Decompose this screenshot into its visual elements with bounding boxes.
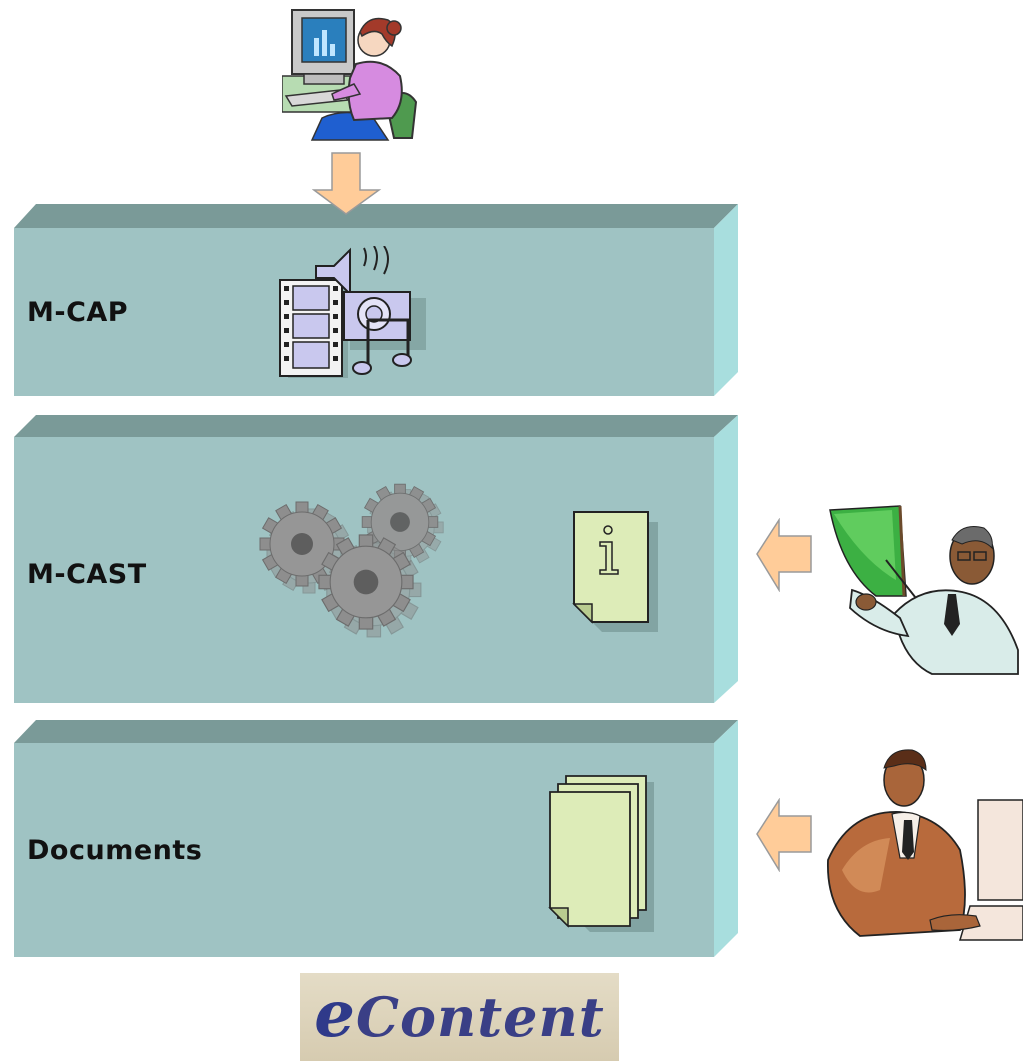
user-at-computer-icon — [282, 9, 418, 141]
multimedia-icon — [279, 246, 426, 378]
documents-stack-icon — [548, 775, 654, 932]
logo-initial: e — [314, 977, 356, 1052]
gears-icon — [259, 483, 444, 638]
presenter-icon — [829, 505, 1019, 675]
layer-label-documents: Documents — [27, 835, 203, 866]
layer-label-mcast: M-CAST — [27, 559, 147, 590]
info-document-icon — [572, 511, 658, 632]
arrow-down-icon — [312, 152, 382, 215]
logo-text: Content — [355, 985, 605, 1049]
econtent-logo: eContent — [300, 973, 619, 1061]
arrow-left-icon — [756, 518, 812, 592]
layer-label-mcap: M-CAP — [27, 297, 129, 328]
arrow-left-icon — [756, 798, 812, 872]
businessman-icon — [827, 749, 1023, 941]
